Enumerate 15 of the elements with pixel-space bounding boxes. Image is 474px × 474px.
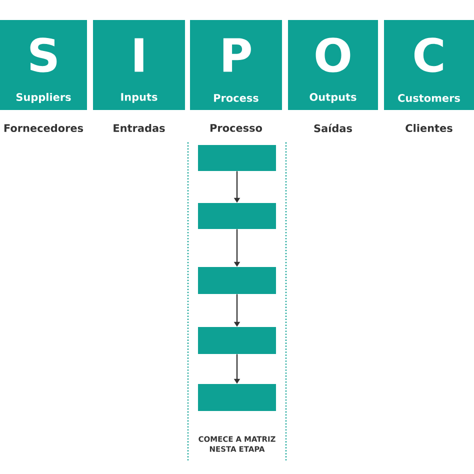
- column-heading: Clientes: [406, 124, 452, 132]
- step-box: [198, 145, 276, 171]
- column-heading: Fornecedores: [4, 124, 84, 132]
- sipoc-box: O Outputs: [288, 20, 378, 110]
- step-box: [198, 203, 276, 229]
- step-box: [198, 384, 276, 411]
- column-heading: Processo: [210, 124, 262, 132]
- step-box: [198, 327, 276, 354]
- column-heading: Entradas: [114, 124, 165, 132]
- sipoc-box: P Process: [190, 20, 282, 110]
- sipoc-box: S Suppliers: [0, 20, 87, 110]
- sipoc-box: C Customers: [384, 20, 474, 110]
- column-heading: Saídas: [314, 124, 352, 132]
- sipoc-box: I Inputs: [93, 20, 185, 110]
- step-box: [198, 267, 276, 294]
